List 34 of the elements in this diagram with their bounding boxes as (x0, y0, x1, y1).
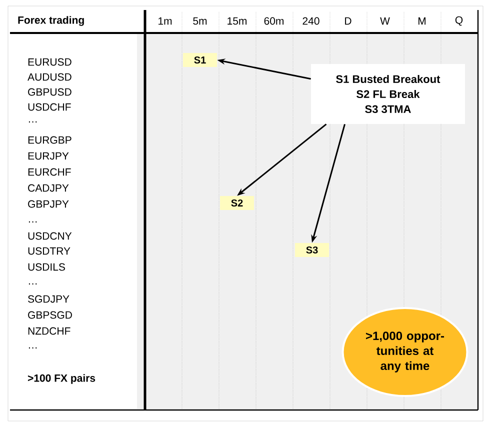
row-label: … (28, 347, 37, 349)
row-label: GBPUSD (28, 88, 72, 96)
column-heading: 5m (193, 17, 207, 25)
row-label: … (28, 221, 37, 223)
row-label: … (28, 283, 37, 285)
column-heading: 15m (228, 17, 246, 25)
row-label: NZDCHF (28, 327, 70, 335)
row-label: AUDUSD (28, 73, 72, 81)
table-heading: Forex trading (18, 16, 84, 26)
summary-text: >100 FX pairs (28, 374, 96, 384)
column-heading: 1m (158, 17, 172, 25)
signal-box: S3 (295, 243, 329, 257)
signal-box: S2 (220, 196, 254, 210)
column-heading: W (380, 17, 390, 25)
row-label: EURJPY (28, 152, 69, 160)
row-label: USDCNY (28, 232, 72, 240)
signal-box: S1 (183, 53, 217, 67)
column-heading: Q (455, 16, 463, 26)
row-label: EURUSD (28, 58, 72, 66)
row-label: USDTRY (28, 247, 70, 255)
row-label: … (28, 121, 37, 123)
column-heading: 60m (264, 17, 284, 25)
column-heading: 240 (302, 17, 320, 25)
row-label: USDCHF (28, 103, 71, 111)
row-label: GBPJPY (28, 200, 69, 208)
row-label: USDILS (28, 263, 65, 271)
row-label: SGDJPY (28, 295, 70, 303)
legend-box: S1 Busted Breakout S2 FL Break S3 3TMA (311, 64, 465, 124)
column-heading: D (345, 17, 352, 25)
row-label: CADJPY (28, 184, 69, 192)
column-heading: M (418, 17, 426, 25)
row-label: EURGBP (28, 136, 72, 144)
row-label: GBPSGD (28, 311, 72, 319)
row-label: EURCHF (28, 168, 71, 176)
